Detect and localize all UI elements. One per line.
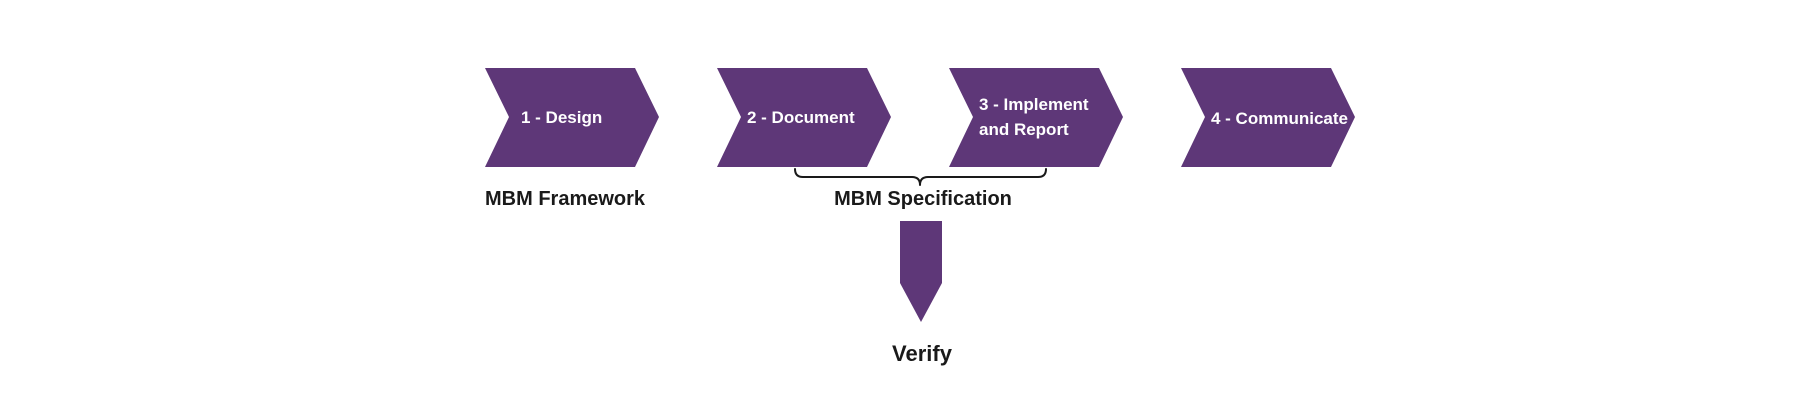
down-arrow-shape: [900, 221, 942, 322]
chevron-shape: [485, 68, 659, 167]
step-implement-report: 3 - Implement and Report: [949, 68, 1123, 167]
step-design-label: 1 - Design: [521, 108, 602, 127]
chevron-shape: [949, 68, 1123, 167]
chevron-shape: [1181, 68, 1355, 167]
step-communicate: 4 - Communicate: [1181, 68, 1355, 167]
step-document-label: 2 - Document: [747, 108, 855, 127]
chevron-shape: [717, 68, 891, 167]
caption-mbm-specification: MBM Specification: [834, 188, 1012, 210]
step-design: 1 - Design: [485, 68, 659, 167]
step-implement-label-line2: and Report: [979, 120, 1069, 139]
specification-brace: [794, 168, 1047, 186]
step-implement-label-line1: 3 - Implement: [979, 95, 1089, 114]
step-document: 2 - Document: [717, 68, 891, 167]
caption-mbm-framework: MBM Framework: [485, 188, 646, 210]
step-communicate-label: 4 - Communicate: [1211, 109, 1348, 128]
caption-verify: Verify: [892, 341, 953, 366]
